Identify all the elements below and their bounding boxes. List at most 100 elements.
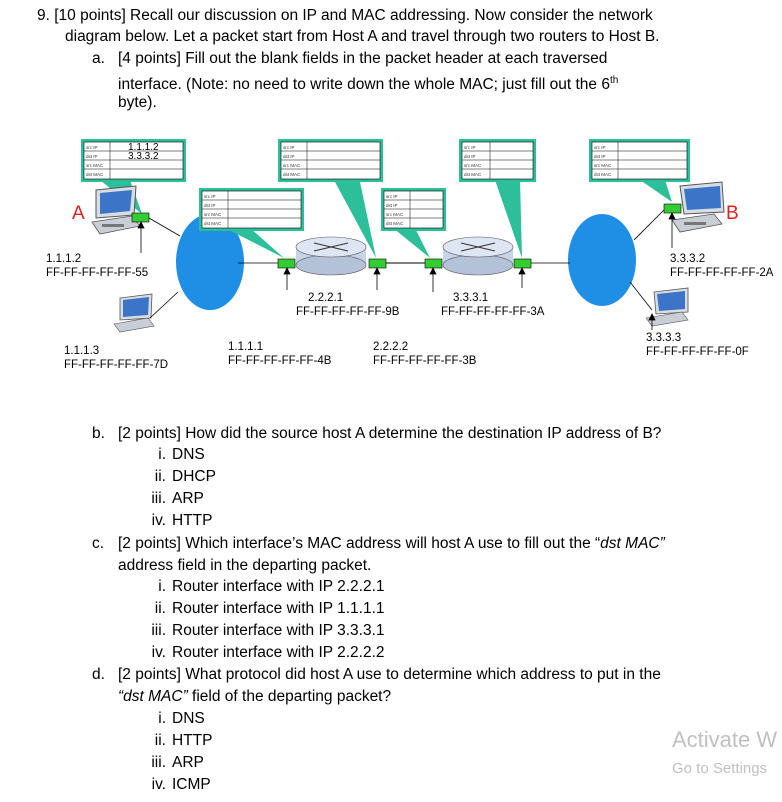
- activate-windows-watermark: Activate W: [672, 727, 778, 752]
- qd-option-4-num: iv.: [151, 776, 166, 793]
- qb-option-1: i.DNS: [138, 444, 204, 466]
- qb-option-3-text: ARP: [172, 490, 204, 507]
- hdr-src-ip: src IP: [86, 145, 98, 150]
- host-a-mac-label: FF-FF-FF-FF-FF-55: [46, 267, 148, 279]
- hdr-src-mac: src MAC: [594, 163, 612, 168]
- qc-marker: c.: [92, 535, 105, 552]
- qb-option-2-num: ii.: [154, 468, 166, 485]
- hdr-src-mac: src MAC: [204, 212, 222, 217]
- hdr-src-mac: src MAC: [283, 163, 301, 168]
- callout-box-3: src IP dst IP src MAC dst MAC: [278, 139, 383, 182]
- r1-right-mac-label: FF-FF-FF-FF-FF-9B: [296, 306, 400, 318]
- qd-option-4: iv. ICMP: [138, 774, 211, 796]
- r2-left-ip-label: 2.2.2.2: [373, 341, 408, 353]
- qc-line1: [2 points] Which interface’s MAC address…: [118, 533, 665, 555]
- host-333-ip-label: 3.3.3.3: [646, 332, 681, 344]
- qc-option-2-text: Router interface with IP 1.1.1.1: [172, 600, 385, 617]
- host-b-letter: B: [726, 203, 739, 224]
- hdr-dst-ip: dst IP: [86, 154, 98, 159]
- wire-host113-lan: [149, 291, 179, 319]
- qd-option-4-text: ICMP: [172, 776, 211, 793]
- hdr-src-ip: src IP: [283, 145, 295, 150]
- wire-lanB-hostB: [633, 209, 665, 241]
- hdr-dst-mac: dst MAC: [86, 172, 104, 177]
- r2-left-interface: [424, 258, 443, 269]
- qd-option-1-text: DNS: [172, 710, 205, 727]
- q9a-marker: a.: [92, 50, 105, 67]
- hdr-src-ip: src IP: [594, 145, 606, 150]
- qd-line2-emphasis: “dst MAC”: [118, 688, 188, 705]
- qb-text: [2 points] How did the source host A det…: [118, 425, 662, 442]
- qc-line1-text: [2 points] Which interface’s MAC address…: [118, 535, 601, 552]
- arrows: [137, 212, 676, 330]
- box1-dst-ip-value: 3.3.3.2: [128, 151, 159, 162]
- qc-line2: address field in the departing packet.: [118, 557, 372, 574]
- q9a-line3: byte).: [118, 94, 157, 111]
- go-to-settings-watermark: Go to Settings: [672, 760, 768, 777]
- qd-line2: “dst MAC” field of the departing packet?: [118, 686, 391, 708]
- host-b-computer-icon: [671, 181, 725, 233]
- qb-option-3-num: iii.: [151, 490, 166, 507]
- box1-src-ip-value: 1.1.1.2: [128, 142, 159, 153]
- r1-left-ip-label: 1.1.1.1: [228, 341, 263, 353]
- router-2-icon: [442, 236, 514, 276]
- lan-left-blob: [176, 214, 244, 310]
- hdr-dst-ip: dst IP: [386, 203, 398, 208]
- callout-tail-4: [393, 228, 430, 258]
- callout-box-4: src IP dst IP src MAC dst MAC: [381, 188, 446, 231]
- host-333-computer-icon: [645, 287, 689, 327]
- hdr-dst-mac: dst MAC: [464, 172, 482, 177]
- wire-lanB-host333: [629, 281, 653, 311]
- qd-line1: [2 points] What protocol did host A use …: [118, 666, 661, 683]
- host-a-letter: A: [72, 203, 85, 224]
- hdr-dst-ip: dst IP: [283, 154, 295, 159]
- host-a-computer-icon: [91, 185, 141, 235]
- host-b-interface: [663, 203, 682, 214]
- qc-option-4: iv.Router interface with IP 2.2.2.2: [138, 642, 385, 664]
- host-113-computer-icon: [113, 293, 155, 333]
- r1-right-interface: [368, 258, 387, 269]
- qc-option-4-num: iv.: [151, 644, 166, 661]
- r1-left-interface: [277, 258, 296, 269]
- host-b-mac-label: FF-FF-FF-FF-FF-2A: [670, 267, 774, 279]
- qc-option-1: i.Router interface with IP 2.2.2.1: [138, 576, 384, 598]
- qd-marker: d.: [92, 666, 105, 683]
- hdr-dst-mac: dst MAC: [594, 172, 612, 177]
- network-diagram: src IP dst IP src MAC dst MAC 1.1.1.2 3.…: [46, 139, 774, 371]
- callout-box-6: src IP dst IP src MAC dst MAC: [589, 139, 690, 182]
- hdr-src-ip: src IP: [464, 145, 476, 150]
- qd-line2-text: field of the departing packet?: [187, 688, 392, 705]
- qc-line1-emphasis: dst MAC”: [600, 535, 665, 552]
- hdr-dst-ip: dst IP: [204, 203, 216, 208]
- callout-tail-6: [640, 180, 672, 202]
- r2-right-mac-label: FF-FF-FF-FF-FF-3A: [441, 306, 545, 318]
- hdr-src-mac: src MAC: [386, 212, 404, 217]
- host-113-ip-label: 1.1.1.3: [64, 345, 99, 357]
- qb-option-4-text: HTTP: [172, 512, 213, 529]
- qb-option-2-text: DHCP: [172, 468, 216, 485]
- r2-right-interface: [513, 258, 532, 269]
- callout-box-5: src IP dst IP src MAC dst MAC: [459, 139, 536, 182]
- qd-option-1: i.DNS: [138, 708, 205, 730]
- r2-right-ip-label: 3.3.3.1: [453, 292, 488, 304]
- lan-right-blob: [568, 214, 636, 306]
- r1-left-mac-label: FF-FF-FF-FF-FF-4B: [228, 355, 332, 367]
- hdr-dst-mac: dst MAC: [386, 221, 404, 226]
- r1-right-ip-label: 2.2.2.1: [308, 292, 343, 304]
- hdr-src-ip: src IP: [204, 194, 216, 199]
- qd-option-3-num: iii.: [151, 754, 166, 771]
- q9a-line2: interface. (Note: no need to write down …: [118, 70, 618, 96]
- qb-marker: b.: [92, 425, 105, 442]
- qc-option-2-num: ii.: [154, 600, 166, 617]
- qc-option-3: iii.Router interface with IP 3.3.3.1: [138, 620, 384, 642]
- hdr-src-mac: src MAC: [86, 163, 104, 168]
- callout-tail-3: [335, 182, 376, 258]
- hdr-dst-ip: dst IP: [594, 154, 606, 159]
- host-333-mac-label: FF-FF-FF-FF-FF-0F: [646, 346, 749, 358]
- hdr-dst-mac: dst MAC: [283, 172, 301, 177]
- wire-hostA-lan: [148, 217, 181, 237]
- callout-box-2: src IP dst IP src MAC dst MAC: [199, 188, 304, 231]
- qd-option-2-num: ii.: [154, 732, 166, 749]
- hdr-dst-ip: dst IP: [464, 154, 476, 159]
- hdr-src-mac: src MAC: [464, 163, 482, 168]
